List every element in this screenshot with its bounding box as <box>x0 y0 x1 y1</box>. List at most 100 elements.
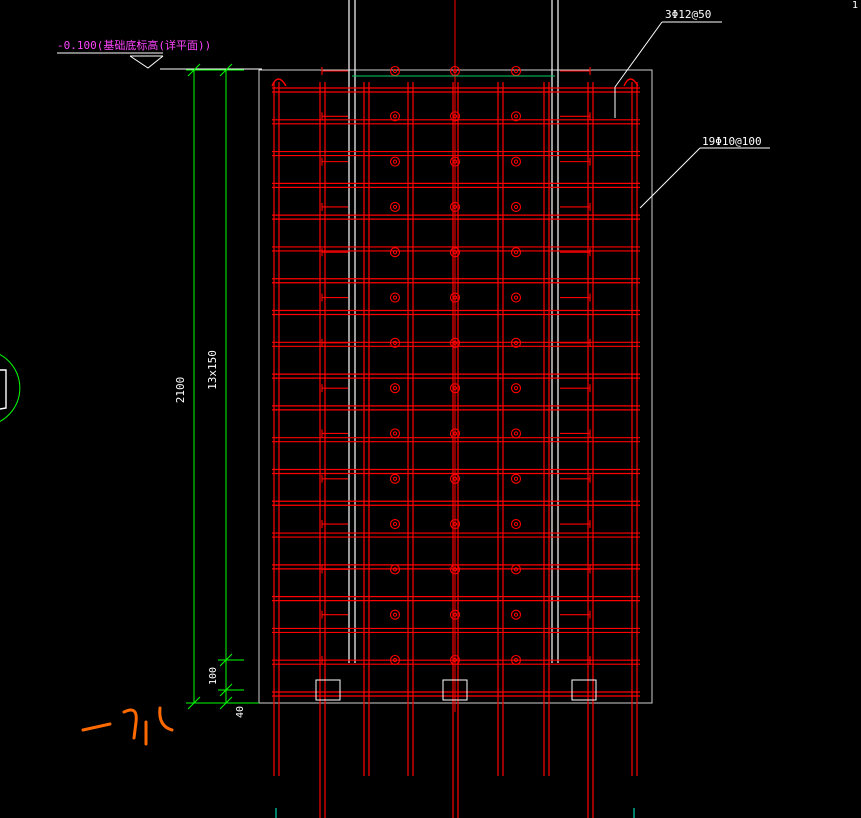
anchor-bolt-core <box>452 431 458 436</box>
anchor-bolt-core <box>513 431 519 436</box>
anchor-bolt <box>510 428 522 439</box>
anchor-bolt-core <box>513 68 519 74</box>
anchor-bolt <box>449 383 461 394</box>
anchor-bolt <box>510 564 522 575</box>
anchor-bolt <box>389 383 401 394</box>
anchor-bolt-core <box>452 386 458 391</box>
anchor-bolt-core <box>392 431 398 436</box>
anchor-bolt <box>389 564 401 575</box>
anchor-bolt <box>510 247 522 258</box>
anchor-bolt <box>510 337 522 348</box>
anchor-bolt-core <box>513 204 519 210</box>
anchor-bolt-grid <box>389 65 522 666</box>
anchor-bolt-core <box>452 476 458 481</box>
anchor-bolt-core <box>513 567 519 572</box>
anchor-bolt <box>449 292 461 303</box>
anchor-bolt <box>389 156 401 167</box>
anchor-bolt-core <box>513 657 519 663</box>
side-anchor-bars <box>321 67 591 664</box>
anchor-bolt-core <box>513 340 519 345</box>
anchor-bolt-core <box>513 386 519 391</box>
anchor-bolt-core <box>392 204 398 210</box>
dimension-total-text: 2100 <box>174 377 187 404</box>
base-plates <box>315 679 597 701</box>
anchor-bolt <box>389 428 401 439</box>
anchor-bolt <box>389 201 401 212</box>
anchor-bolt-core <box>452 567 458 572</box>
anchor-bolt <box>449 201 461 212</box>
anchor-bolt <box>389 654 401 666</box>
stirrup-callout-main: 19Φ10@100 <box>639 135 770 209</box>
anchor-bolt-core <box>452 114 458 119</box>
anchor-bolt-core <box>452 159 458 164</box>
anchor-bolt <box>510 383 522 394</box>
anchor-bolt-core <box>392 476 398 481</box>
anchor-bolt <box>449 564 461 575</box>
anchor-bolt-core <box>452 295 458 300</box>
dimension-spacing <box>218 63 244 710</box>
stirrup-hook <box>623 78 639 87</box>
dimension-cover-text: 40 <box>235 706 246 718</box>
anchor-bolt-core <box>452 204 458 210</box>
hand-markup <box>81 706 174 746</box>
anchor-bolt <box>449 337 461 348</box>
anchor-bolt-core <box>513 476 519 481</box>
anchor-bolt-core <box>392 159 398 164</box>
anchor-bolt <box>510 654 522 666</box>
anchor-bolt <box>510 519 522 530</box>
column-sleeve-right <box>551 0 559 663</box>
anchor-bolt <box>389 609 401 620</box>
bottom-ticks <box>275 808 635 818</box>
anchor-bolt-core <box>452 521 458 527</box>
anchor-bolt <box>389 519 401 530</box>
anchor-bolt <box>449 519 461 530</box>
stirrup-callout-top: 3Φ12@50 <box>614 8 722 118</box>
horizontal-stirrups <box>271 78 640 697</box>
stirrup-hook <box>271 78 287 87</box>
anchor-bolt <box>449 247 461 258</box>
dimension-total <box>186 63 259 710</box>
partial-grid-bubble-left <box>0 354 21 422</box>
anchor-bolt <box>389 65 401 77</box>
anchor-bolt <box>389 111 401 122</box>
elevation-note-text: -0.100(基础底标高(详平面)) <box>57 38 211 52</box>
stirrup-callout-main-text: 19Φ10@100 <box>702 135 762 148</box>
dimension-bottom-gap-text: 100 <box>208 667 219 685</box>
anchor-bolt <box>449 609 461 620</box>
anchor-bolt <box>510 111 522 122</box>
anchor-bolt-core <box>392 657 398 663</box>
anchor-bolt-core <box>513 612 519 617</box>
anchor-bolt-core <box>392 567 398 572</box>
anchor-bolt-core <box>452 250 458 255</box>
anchor-bolt <box>510 65 522 77</box>
anchor-bolt-core <box>513 250 519 255</box>
anchor-bolt-core <box>392 114 398 119</box>
anchor-bolt-core <box>392 386 398 391</box>
anchor-bolt-core <box>392 250 398 255</box>
anchor-bolt-core <box>513 114 519 119</box>
anchor-bolt <box>449 111 461 122</box>
vertical-bars <box>273 70 638 818</box>
anchor-bolt <box>510 201 522 212</box>
anchor-bolt <box>510 156 522 167</box>
anchor-bolt-core <box>392 612 398 617</box>
anchor-bolt <box>449 473 461 484</box>
anchor-bolt <box>510 609 522 620</box>
dimension-spacing-text: 13x150 <box>206 350 219 390</box>
anchor-bolt-core <box>452 340 458 345</box>
anchor-bolt-core <box>513 159 519 164</box>
anchor-bolt <box>449 156 461 167</box>
anchor-bolt-core <box>513 295 519 300</box>
column-sleeve-left <box>348 0 356 663</box>
anchor-bolt-core <box>392 521 398 527</box>
anchor-bolt-core <box>392 68 398 74</box>
anchor-bolt <box>389 337 401 348</box>
partial-label-top-right: 1 <box>852 0 858 11</box>
anchor-bolt-core <box>392 295 398 300</box>
anchor-bolt <box>389 473 401 484</box>
anchor-bolt <box>389 247 401 258</box>
anchor-bolt <box>510 473 522 484</box>
anchor-bolt-core <box>513 521 519 527</box>
elevation-annotation: -0.100(基础底标高(详平面)) <box>57 38 262 70</box>
